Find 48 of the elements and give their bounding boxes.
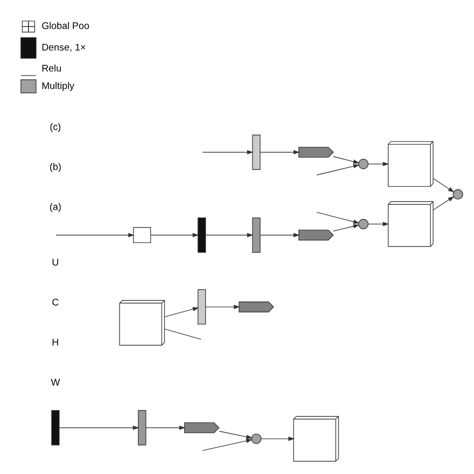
arrow <box>218 430 253 443</box>
arrow <box>205 232 254 238</box>
label: C <box>52 297 59 308</box>
arrow <box>332 156 360 168</box>
node-pentagon <box>238 302 274 312</box>
arrow <box>202 434 253 451</box>
node-bar <box>198 289 206 325</box>
arrow <box>146 426 186 430</box>
legend-label: Relu <box>42 64 62 75</box>
arrow <box>368 222 390 226</box>
node-bar <box>198 218 206 253</box>
arrow <box>368 162 390 166</box>
node-bar <box>51 410 60 446</box>
arrow <box>316 160 360 176</box>
node-circle <box>358 158 369 170</box>
node-pentagon <box>298 146 334 158</box>
node-circle <box>251 434 262 444</box>
label: H <box>52 337 59 348</box>
label: (c) <box>50 122 62 133</box>
legend-label: Global Poo <box>42 21 90 32</box>
arrow <box>316 212 360 228</box>
arrow <box>150 232 199 238</box>
node-circle <box>452 189 464 200</box>
arrow <box>332 220 360 232</box>
node-bar <box>252 218 260 253</box>
arrow <box>205 304 240 310</box>
arrow <box>164 307 199 318</box>
arrow <box>58 426 140 430</box>
arrow <box>56 232 134 238</box>
arrow <box>260 150 300 154</box>
label: W <box>50 377 60 388</box>
node-bar <box>138 410 146 446</box>
arrow <box>202 150 254 154</box>
legend-label: Dense, 1× <box>42 42 86 54</box>
arrow <box>432 196 454 210</box>
label: (a) <box>49 202 62 214</box>
arrow <box>260 436 295 441</box>
legend-label: Multiply <box>42 80 74 92</box>
node-box <box>133 227 152 244</box>
node-circle <box>358 218 369 230</box>
label: U <box>52 257 59 268</box>
arrow <box>432 178 454 192</box>
node-pentagon <box>298 230 334 240</box>
arrow <box>260 232 300 238</box>
label: (b) <box>49 162 62 173</box>
node-pentagon <box>184 422 220 434</box>
node-bar <box>252 134 260 170</box>
connector <box>164 328 202 340</box>
